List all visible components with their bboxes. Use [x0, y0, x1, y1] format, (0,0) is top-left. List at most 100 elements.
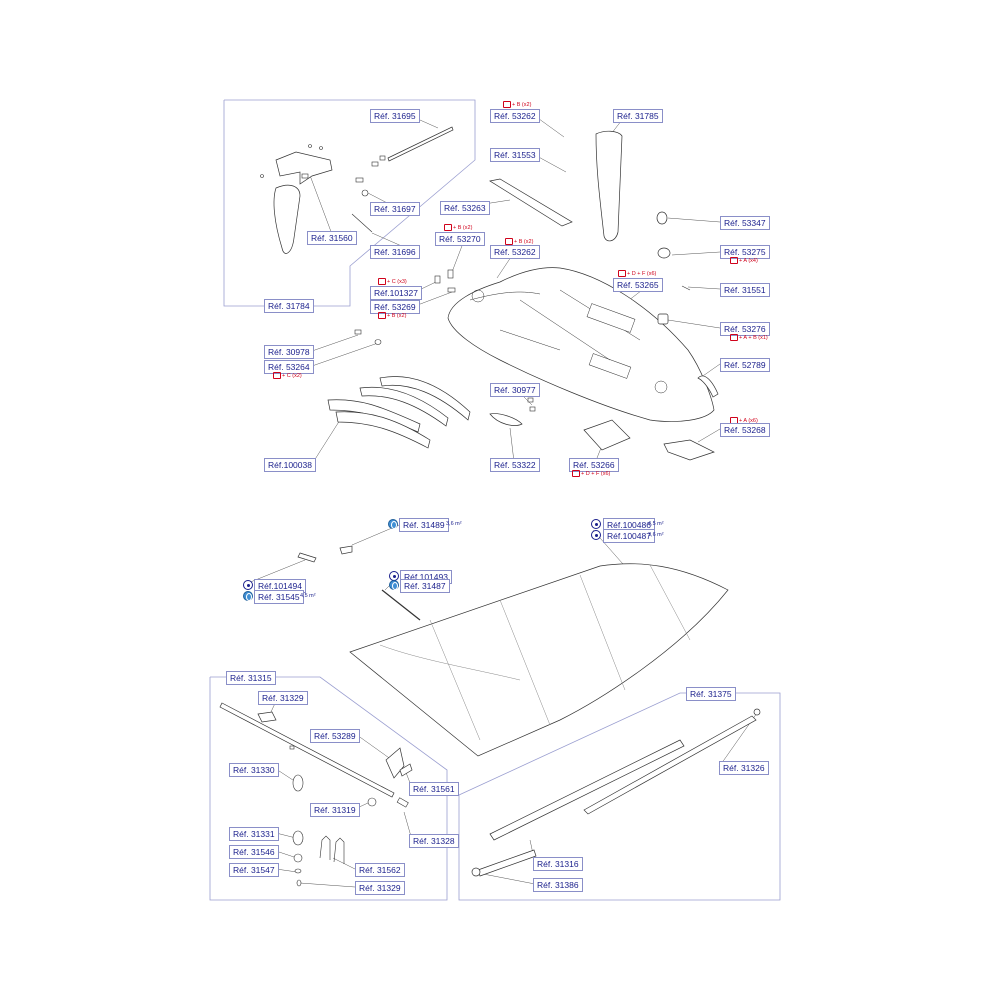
ref-label: Réf. 31489 — [399, 518, 449, 532]
ref-label: Réf. 31328 — [409, 834, 459, 848]
mast-cap — [753, 708, 761, 716]
sail-batten — [381, 589, 421, 621]
ref-label: Réf.100487 — [603, 529, 655, 543]
ref-label: Réf. 31784 — [264, 299, 314, 313]
ref-note: + C (x2) — [273, 372, 302, 379]
ref-label: Réf. 30977 — [490, 383, 540, 397]
strop — [489, 413, 523, 426]
sail-area: 3,6 m² — [648, 532, 664, 538]
skeg — [663, 439, 715, 461]
rudder-small-parts — [260, 144, 386, 233]
sail-window-clip — [339, 545, 353, 555]
ref-label: Réf. 31553 — [490, 148, 540, 162]
ref-note: + B (x2) — [444, 224, 472, 231]
sail-details — [379, 564, 691, 741]
ref-label: Réf. 53268 — [720, 423, 770, 437]
ref-label: Réf. 31319 — [310, 803, 360, 817]
ref-label: Réf. 31386 — [533, 878, 583, 892]
sail — [349, 563, 729, 757]
ref-label: Réf. 31545 — [254, 590, 304, 604]
globe-icon — [243, 591, 253, 601]
ref-label: Réf. 53262 — [490, 109, 540, 123]
foot-strap — [583, 419, 631, 451]
target-icon — [243, 580, 253, 590]
ref-label: Réf. 31560 — [307, 231, 357, 245]
boom-hardware — [289, 745, 409, 887]
ref-label: Réf.101327 — [370, 286, 422, 300]
ref-label: Réf. 31326 — [719, 761, 769, 775]
ref-label: Réf. 53263 — [440, 201, 490, 215]
parts — [219, 126, 761, 887]
target-icon — [591, 530, 601, 540]
ref-label: Réf.100038 — [264, 458, 316, 472]
outhaul — [399, 763, 413, 777]
ref-label: Réf. 53276 — [720, 322, 770, 336]
daggerboard-strip — [489, 178, 573, 227]
ref-label: Réf. 53269 — [370, 300, 420, 314]
mast-foot — [471, 867, 481, 877]
drain-plug — [657, 313, 669, 325]
daggerboard — [595, 130, 623, 242]
rudder-assembly-frame — [223, 99, 476, 307]
rudder-blade — [273, 184, 301, 254]
boom-end — [257, 711, 277, 723]
deck-pads — [327, 376, 471, 449]
rudder-head — [275, 151, 333, 185]
ref-label: Réf. 31375 — [686, 687, 736, 701]
ref-label: Réf. 31546 — [229, 845, 279, 859]
ref-label: Réf. 31487 — [400, 579, 450, 593]
boom — [219, 702, 395, 798]
ref-note: + B (x2) — [505, 238, 533, 245]
globe-icon — [388, 519, 398, 529]
ref-label: Réf. 53322 — [490, 458, 540, 472]
ref-label: Réf. 31695 — [370, 109, 420, 123]
ref-label: Réf. 31562 — [355, 863, 405, 877]
hull — [447, 267, 715, 422]
inspection-port — [657, 247, 671, 259]
mast-base — [477, 849, 537, 877]
ref-label: Réf. 31330 — [229, 763, 279, 777]
sail-area: 4,5 m² — [648, 521, 664, 527]
ref-label: Réf. 53275 — [720, 245, 770, 259]
ref-label: Réf. 31561 — [409, 782, 459, 796]
mast-top — [583, 715, 757, 815]
hull-small-parts — [354, 269, 691, 412]
sail-batten-small — [297, 552, 317, 563]
ref-label: Réf. 30978 — [264, 345, 314, 359]
mast-mid — [489, 739, 685, 841]
ref-label: Réf. 31329 — [355, 881, 405, 895]
ref-label: Réf. 31697 — [370, 202, 420, 216]
ref-note: + B (x2) — [378, 312, 406, 319]
sail-area: 4,5 m² — [300, 593, 316, 599]
ref-note: + C (x3) — [378, 278, 407, 285]
bung-cap — [656, 211, 668, 225]
tiller-rod — [387, 126, 454, 162]
ref-note: + A + B (x1) — [730, 334, 768, 341]
ref-label: Réf. 53265 — [613, 278, 663, 292]
gooseneck — [385, 747, 405, 779]
hull-details — [469, 289, 668, 394]
ref-label: Réf. 31329 — [258, 691, 308, 705]
ref-note: + D + F (x6) — [572, 470, 610, 477]
ref-label: Réf. 52789 — [720, 358, 770, 372]
ref-note: + D + F (x6) — [618, 270, 656, 277]
ref-label: Réf. 31785 — [613, 109, 663, 123]
ref-note: + B (x2) — [503, 101, 531, 108]
ref-label: Réf. 31331 — [229, 827, 279, 841]
ref-label: Réf. 31551 — [720, 283, 770, 297]
ref-label: Réf. 53347 — [720, 216, 770, 230]
ref-label: Réf. 31316 — [533, 857, 583, 871]
ref-label: Réf. 53266 — [569, 458, 619, 472]
ref-label: Réf. 53270 — [435, 232, 485, 246]
ref-label: Réf. 53289 — [310, 729, 360, 743]
mast-assembly-frame — [458, 692, 781, 901]
globe-icon — [389, 580, 399, 590]
ref-label: Réf. 31696 — [370, 245, 420, 259]
bow-handle — [697, 375, 719, 398]
ref-label: Réf. 31315 — [226, 671, 276, 685]
ref-label: Réf. 31547 — [229, 863, 279, 877]
ref-label: Réf. 53262 — [490, 245, 540, 259]
ref-note: + A (x4) — [730, 257, 758, 264]
sail-area: 3,6 m² — [446, 521, 462, 527]
